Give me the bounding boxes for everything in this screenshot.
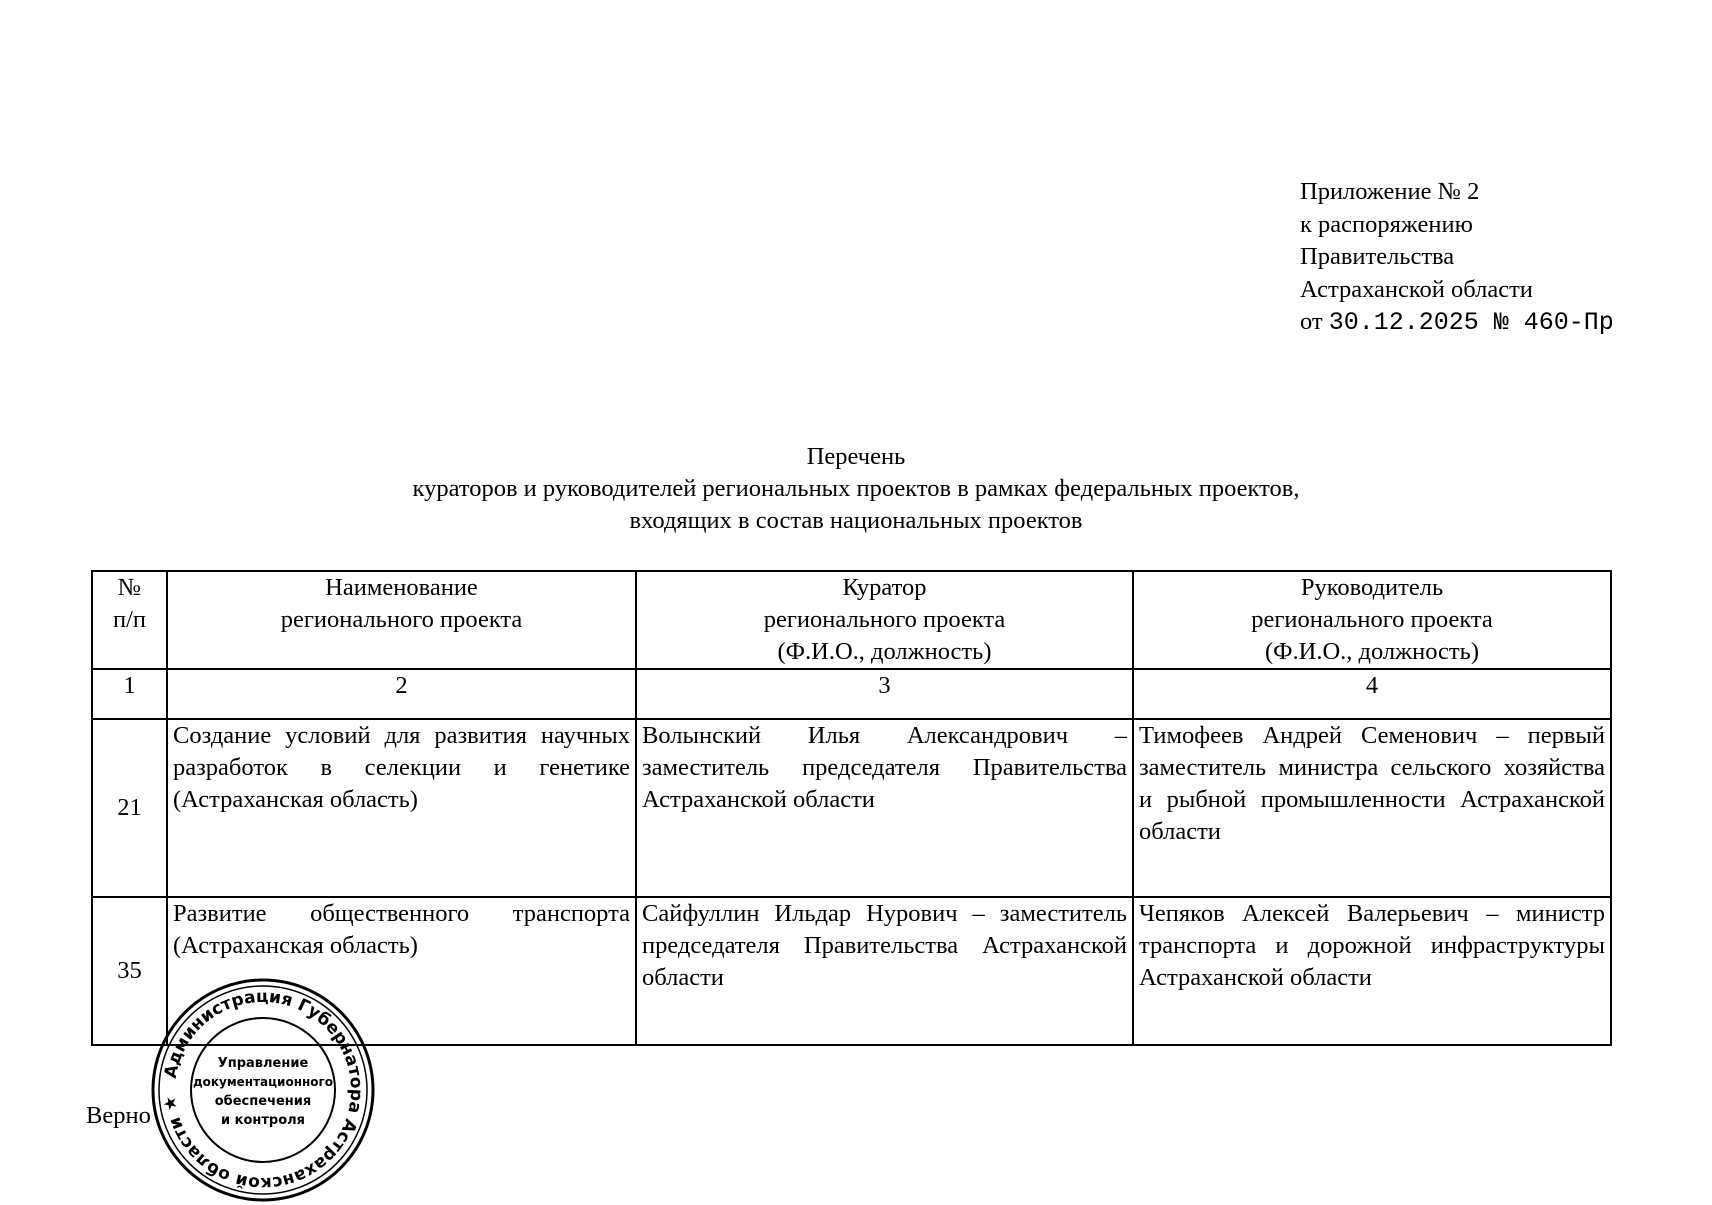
header-name: Наименование регионального проекта — [166, 570, 637, 670]
appendix-line-2: к распоряжению — [1300, 210, 1473, 238]
header-head: Руководитель регионального проекта (Ф.И.… — [1132, 570, 1612, 670]
verno-label: Верно — [86, 1102, 151, 1129]
header-curator: Куратор регионального проекта (Ф.И.О., д… — [635, 570, 1134, 670]
column-number: 4 — [1132, 668, 1612, 720]
project-name: Создание условий для развития научных ра… — [166, 718, 637, 898]
title-line-1: Перечень — [806, 443, 906, 470]
column-number: 2 — [166, 668, 637, 720]
stamp-inner-line: документационного — [193, 1075, 333, 1089]
project-curator: Сайфуллин Ильдар Нурович – заместитель п… — [635, 896, 1134, 1046]
appendix-date-value: 30.12.2025 № 460-Пр — [1328, 308, 1614, 337]
table-row: 35 Развитие общественного транспорта (Ас… — [91, 896, 1612, 1046]
official-stamp: Администрация Губернатора Астраханской о… — [151, 978, 375, 1202]
title-line-2: кураторов и руководителей региональных п… — [412, 475, 1300, 502]
appendix-block: Приложение № 2 к распоряжению Правительс… — [1300, 176, 1614, 340]
title-line-3: входящих в состав национальных проектов — [629, 507, 1083, 534]
stamp-inner-line: обеспечения — [215, 1094, 312, 1109]
appendix-line-3: Правительства — [1300, 243, 1455, 270]
project-head: Чепяков Алексей Валерьевич – министр тра… — [1132, 896, 1612, 1046]
appendix-date-line: от 30.12.2025 № 460-Пр — [1300, 306, 1614, 340]
appendix-date-prefix: от — [1300, 308, 1323, 335]
column-number: 3 — [635, 668, 1134, 720]
projects-table: № п/п Наименование регионального проекта… — [91, 570, 1612, 1046]
row-number: 21 — [91, 718, 168, 898]
appendix-line-1: Приложение № 2 — [1300, 178, 1480, 205]
column-number-row: 1 2 3 4 — [91, 668, 1612, 720]
header-num: № п/п — [91, 570, 168, 670]
document-title: Перечень кураторов и руководителей регио… — [90, 441, 1622, 537]
project-head: Тимофеев Андрей Семенович – первый замес… — [1132, 718, 1612, 898]
row-number: 35 — [91, 896, 168, 1046]
stamp-inner-line: и контроля — [221, 1113, 305, 1128]
appendix-line-4: Астраханской области — [1300, 275, 1533, 303]
stamp-inner-line: Управление — [218, 1056, 309, 1071]
table-header-row: № п/п Наименование регионального проекта… — [91, 570, 1612, 670]
table-row: 21 Создание условий для развития научных… — [91, 718, 1612, 898]
column-number: 1 — [91, 668, 168, 720]
project-curator: Волынский Илья Александрович – заместите… — [635, 718, 1134, 898]
